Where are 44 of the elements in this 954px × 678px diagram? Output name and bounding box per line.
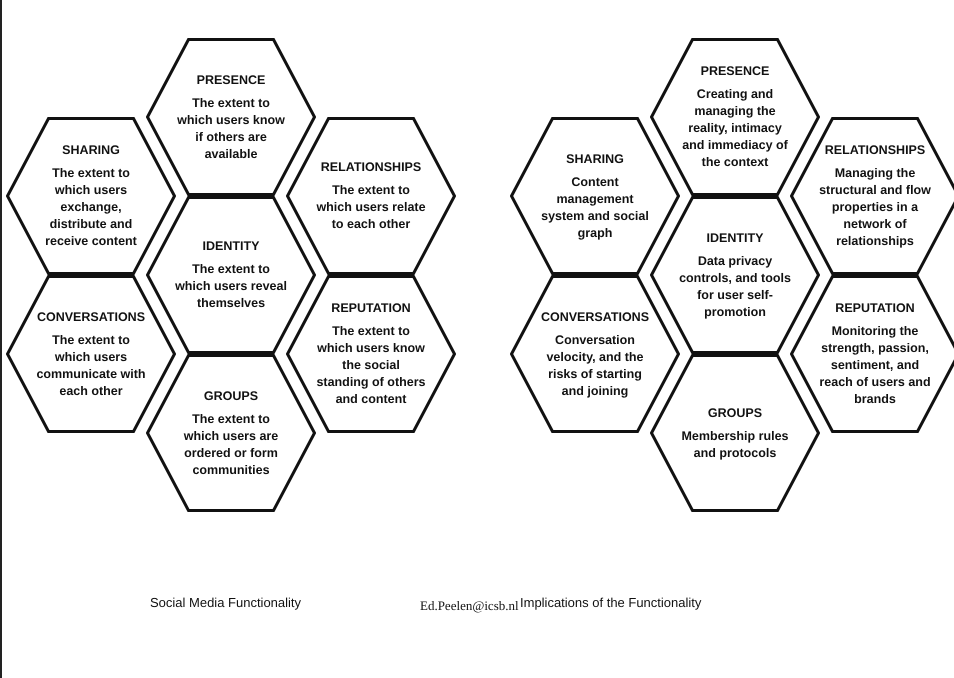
hexagon-heading: RELATIONSHIPS	[320, 159, 422, 176]
hexagon-heading: PRESENCE	[196, 72, 266, 88]
hexagon-heading: IDENTITY	[202, 238, 260, 255]
hexagon-text: Monitoring the strength, passion, sentiment, and reach of users and brands	[819, 323, 931, 408]
hexagon-text: Content management system and social graph	[540, 174, 650, 242]
hexagon	[510, 275, 680, 433]
hexagon-text: Membership rules and protocols	[680, 428, 790, 462]
hexagon-heading: IDENTITY	[706, 230, 764, 246]
hexagon-heading: RELATIONSHIPS	[824, 142, 926, 159]
hexagon-text: The extent to which users know the social standing of others and content	[315, 323, 427, 408]
hexagon-heading: REPUTATION	[331, 300, 411, 317]
hexagon-text: Managing the structural and flow properties in a network of relationships	[819, 165, 931, 250]
hexagon-heading: CONVERSATIONS	[540, 308, 650, 326]
hexagon-text: The extent to which users know if others are available	[176, 94, 286, 162]
hexagon-heading: REPUTATION	[835, 300, 915, 317]
hexagon	[650, 196, 820, 354]
hexagon-heading: SHARING	[62, 142, 120, 159]
hexagon	[6, 275, 176, 433]
hexagon-text: Data privacy controls, and tools for user self-promotion	[679, 252, 791, 320]
hexagon	[790, 117, 954, 275]
hexagon-text: The extent to which users exchange, distribute and receive content	[44, 165, 138, 250]
hexagon-heading: PRESENCE	[700, 63, 770, 80]
panel-caption: Implications of the Functionality	[520, 595, 702, 610]
hexagon	[650, 354, 820, 512]
hexagon	[146, 196, 316, 354]
hexagon-text: The extent to which users reveal themselves	[175, 261, 287, 312]
hexagon-text: Creating and managing the reality, intimacy and immediacy of the context	[681, 86, 789, 171]
hexagon-heading: GROUPS	[204, 388, 258, 404]
hexagon-text: The extent to which users are ordered or form communities	[182, 410, 280, 478]
hexagon-heading: CONVERSATIONS	[36, 308, 146, 326]
hexagon-text: The extent to which users communicate with each other	[35, 332, 147, 400]
hexagon	[6, 117, 176, 275]
hexagon-heading: GROUPS	[708, 404, 762, 422]
email-address: Ed.Peelen@icsb.nl	[420, 598, 519, 614]
hexagon-text: Conversation velocity, and the risks of starting and joining	[545, 332, 644, 400]
hexagon	[510, 117, 680, 275]
hexagon-text: The extent to which users relate to each other	[315, 182, 427, 233]
hexagon	[146, 354, 316, 512]
hexagon	[790, 275, 954, 433]
hexagon	[286, 275, 456, 433]
panel-caption: Social Media Functionality	[150, 595, 302, 610]
hexagon	[146, 38, 316, 196]
hexagon-heading: SHARING	[566, 150, 624, 168]
hexagon	[286, 117, 456, 275]
